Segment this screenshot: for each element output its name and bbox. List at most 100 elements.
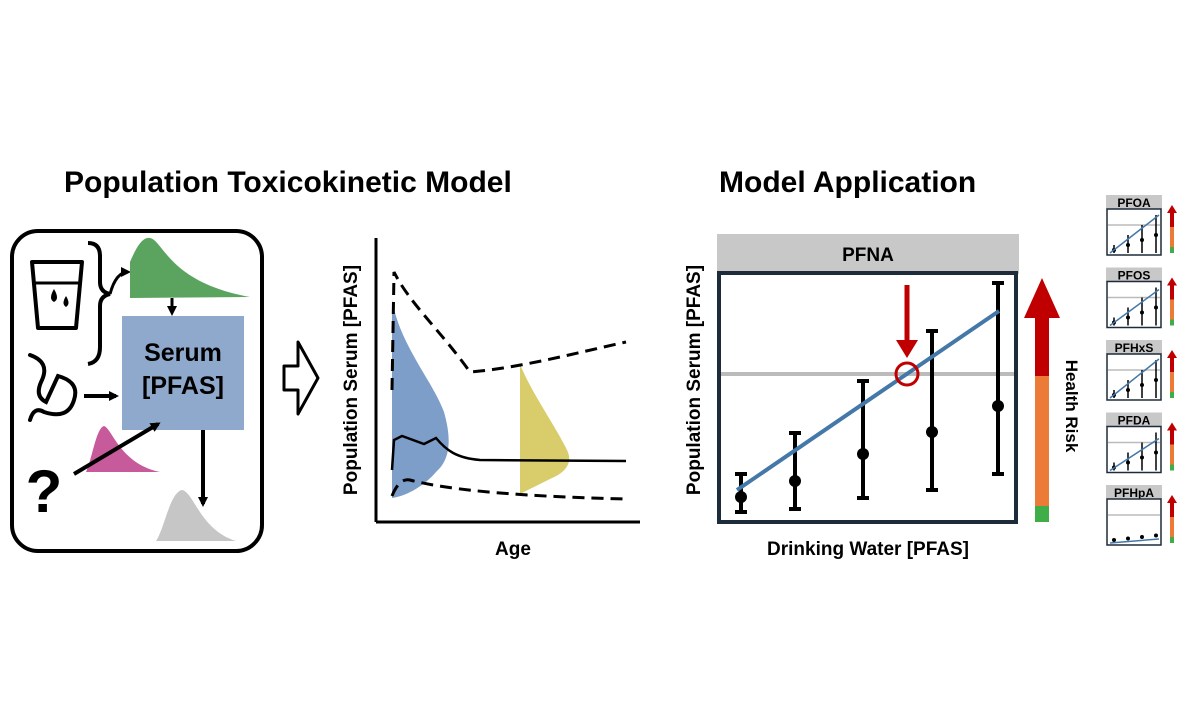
thumbnail-risk-orange <box>1170 517 1174 537</box>
pfna-plot-frame <box>717 271 1018 524</box>
error-bar <box>857 379 869 500</box>
thumbnail-risk-red <box>1170 430 1174 445</box>
thumbnail-risk-green <box>1170 537 1174 543</box>
thumbnail-point <box>1154 533 1158 538</box>
thumbnail-point <box>1154 378 1158 382</box>
thumbnail-risk-green <box>1170 319 1174 326</box>
thumbnail-label: PFOS <box>1118 269 1151 283</box>
thumbnail-frame <box>1106 280 1162 329</box>
thumbnail-point <box>1112 538 1116 542</box>
thumbnail-fit-line <box>1109 437 1160 472</box>
lower-bound-line <box>390 478 627 501</box>
thumbnail-pfda: PFDA <box>1106 412 1177 474</box>
risk-segment-red <box>1035 316 1049 376</box>
error-bar <box>789 431 801 511</box>
pfna-chart: PFNA Population Serum [PFAS] Drinking Wa… <box>684 234 1019 560</box>
population-toxicokinetic-model-title: Population Toxicokinetic Model <box>64 166 512 199</box>
thumbnail-point <box>1126 243 1130 247</box>
thumbnail-point <box>1140 238 1144 242</box>
thumbnail-point <box>1126 460 1130 465</box>
thumbnail-risk-arrow-head <box>1167 205 1177 213</box>
thumbnail-header <box>1106 485 1162 499</box>
risk-segment-green <box>1035 506 1049 522</box>
thumbnail-label: PFOA <box>1117 196 1151 210</box>
thumbnail-risk-red <box>1170 503 1174 517</box>
thumbnail-risk-arrow-head <box>1167 350 1177 358</box>
thumbnail-risk-orange <box>1170 444 1174 465</box>
thumbnail-risk-red <box>1170 358 1174 372</box>
thumbnail-point <box>1140 455 1144 460</box>
thumbnail-risk-orange <box>1170 299 1174 320</box>
thumbnail-risk-arrow-head <box>1167 495 1177 503</box>
thumbnail-point <box>1140 383 1144 387</box>
data-point <box>992 400 1004 412</box>
thumbnail-risk-arrow-head <box>1167 422 1177 431</box>
upper-bound-line <box>390 271 627 391</box>
pink-distribution <box>86 426 160 472</box>
thumbnail-point <box>1126 536 1130 541</box>
intersection-marker <box>894 361 920 387</box>
thumbnail-fit-line <box>1109 288 1160 327</box>
thumbnail-point <box>1154 450 1158 455</box>
blue-age-distribution <box>392 300 449 498</box>
age-chart-x-label: Age <box>495 539 531 560</box>
data-point <box>789 475 801 487</box>
yellow-age-distribution <box>520 364 570 494</box>
thumbnail-pfhxs: PFHxS <box>1106 340 1177 401</box>
pfna-header-label: PFNA <box>842 245 894 266</box>
thumbnail-point <box>1140 535 1144 539</box>
thumbnail-fit-line <box>1109 538 1160 544</box>
error-bar <box>992 281 1004 476</box>
pfna-x-label: Drinking Water [PFAS] <box>767 539 969 560</box>
serum-box-label-1: Serum <box>144 339 222 367</box>
red-down-arrow-icon <box>896 340 918 358</box>
age-chart: Population Serum [PFAS] Age <box>341 238 640 560</box>
thumbnail-point <box>1154 233 1158 237</box>
question-to-serum-arrow <box>72 422 161 476</box>
question-mark-icon: ? <box>26 458 63 525</box>
thumbnail-header <box>1106 412 1162 427</box>
thumbnail-risk-red <box>1170 213 1174 227</box>
health-risk-label: Health Risk <box>1062 360 1081 453</box>
pfna-header <box>717 234 1019 274</box>
thumbnail-risk-green <box>1170 464 1174 471</box>
thumbnail-frame <box>1106 208 1162 256</box>
age-chart-y-label: Population Serum [PFAS] <box>341 265 362 495</box>
serum-box-label-2: [PFAS] <box>142 372 224 400</box>
median-line <box>390 434 627 471</box>
thumbnail-point <box>1154 305 1158 310</box>
risk-segment-orange <box>1035 376 1049 506</box>
model-frame <box>10 229 264 553</box>
model-application-title: Model Application <box>719 166 977 199</box>
thumbnail-frame <box>1106 498 1162 546</box>
thumbnail-point <box>1126 388 1130 392</box>
flow-arrow-right-icon <box>282 340 320 416</box>
thumbnail-point <box>1140 310 1144 315</box>
thumbnail-risk-green <box>1170 392 1174 398</box>
green-distribution <box>130 237 250 298</box>
thumbnail-risk-red <box>1170 285 1174 300</box>
thumbnail-label: PFHxS <box>1115 341 1154 355</box>
data-point <box>926 426 938 438</box>
thumbnail-header <box>1106 195 1162 209</box>
data-point <box>857 448 869 460</box>
thumbnail-frame <box>1106 425 1162 474</box>
fit-line <box>735 309 1001 492</box>
thumbnail-pfos: PFOS <box>1106 267 1177 329</box>
brace-to-green-arrow <box>108 267 131 295</box>
thumbnail-risk-arrow-head <box>1167 277 1177 286</box>
health-risk-bar: Health Risk <box>1024 278 1081 522</box>
pregnancy-icon <box>28 353 78 422</box>
thumbnail-pfoa: PFOA <box>1106 195 1177 256</box>
water-glass-icon <box>30 260 84 330</box>
thumbnail-fit-line <box>1109 358 1160 399</box>
thumbnail-header <box>1106 340 1162 354</box>
pfna-y-label: Population Serum [PFAS] <box>684 265 705 495</box>
serum-box <box>122 316 244 430</box>
thumbnail-header <box>1106 267 1162 282</box>
thumbnail-risk-orange <box>1170 227 1174 247</box>
thumbnail-pfhpa: PFHpA <box>1106 485 1177 546</box>
risk-arrow-head <box>1024 278 1060 318</box>
curly-brace <box>87 241 111 366</box>
